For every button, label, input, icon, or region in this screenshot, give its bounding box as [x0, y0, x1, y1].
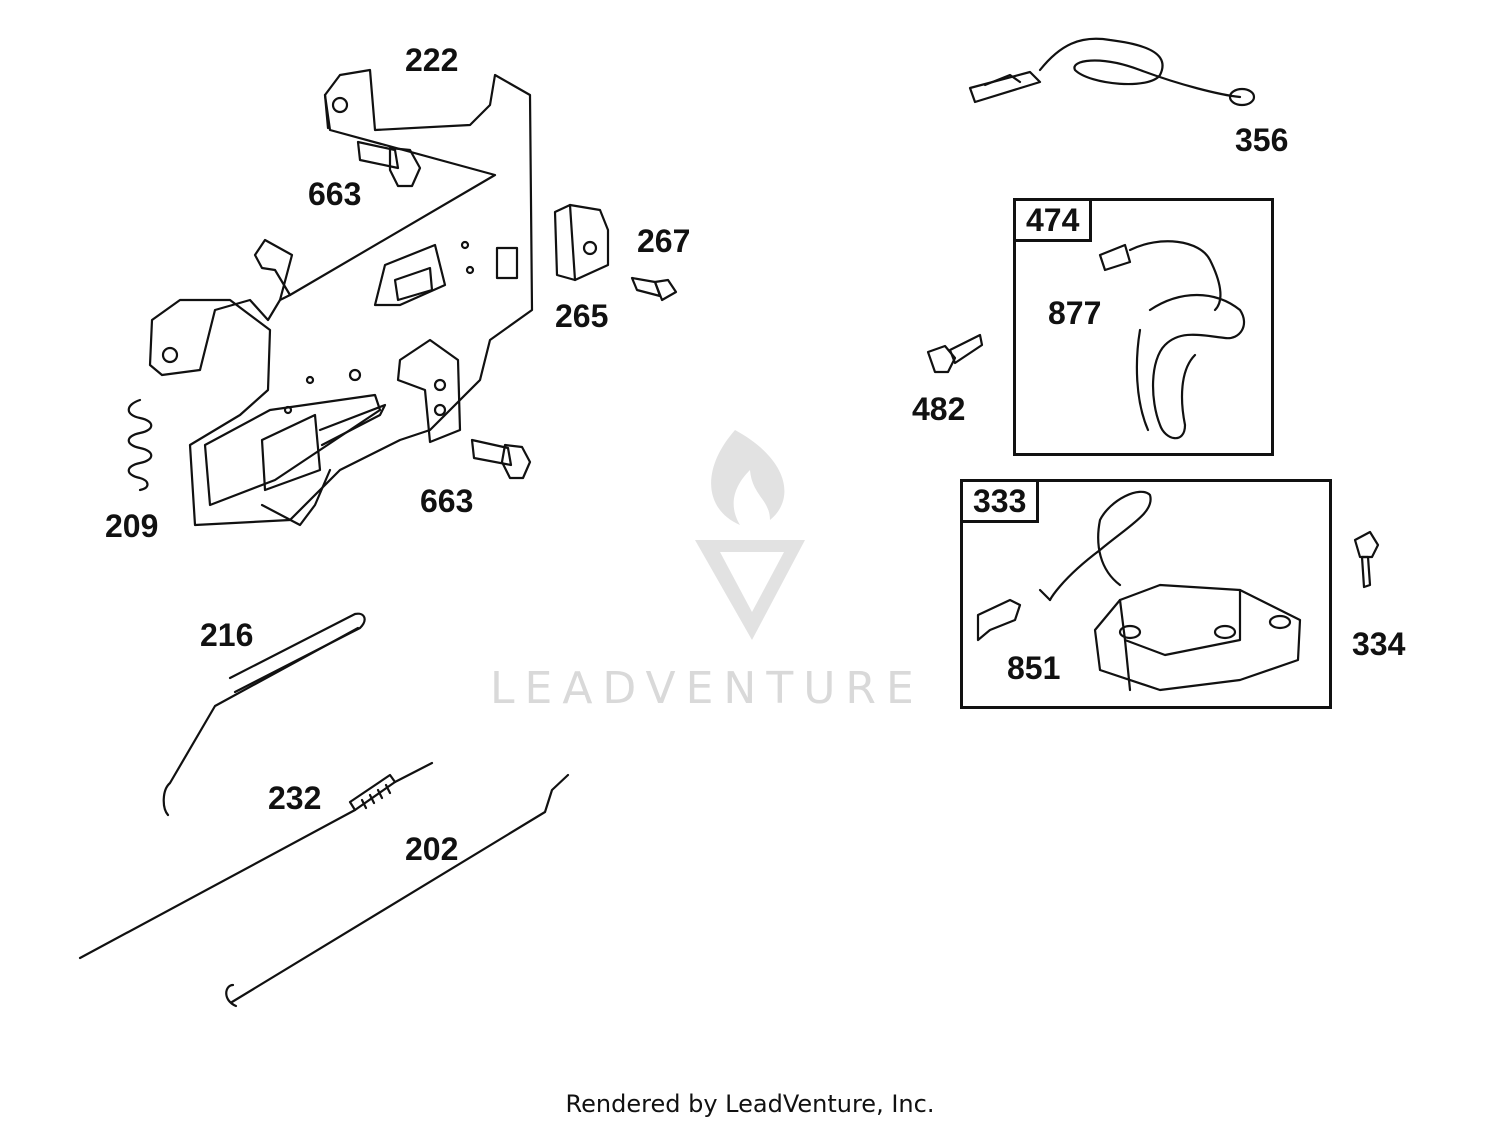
watermark-text: LEADVENTURE: [490, 663, 924, 714]
ignition-armature-333: [1038, 490, 1302, 692]
part-label-877[interactable]: 877: [1048, 295, 1102, 331]
bracket-265: [553, 203, 610, 282]
part-label-663-lower[interactable]: 663: [420, 483, 474, 519]
part-label-265[interactable]: 265: [555, 298, 609, 334]
kit-box-333: [960, 479, 1332, 709]
part-label-356[interactable]: 356: [1235, 122, 1289, 158]
part-label-209[interactable]: 209: [105, 508, 159, 544]
ground-wire-356: [968, 37, 1256, 107]
part-label-267[interactable]: 267: [637, 223, 691, 259]
armature-877: [1098, 240, 1246, 440]
part-label-474[interactable]: 474: [1013, 198, 1093, 242]
governor-lever-bracket: [396, 338, 462, 444]
screw-267: [630, 276, 678, 302]
part-label-222[interactable]: 222: [405, 42, 459, 78]
spring-209: [127, 398, 153, 492]
kit-box-474: [1013, 198, 1274, 456]
screw-663-lower: [470, 438, 532, 480]
part-label-851[interactable]: 851: [1007, 650, 1061, 686]
part-label-663-upper[interactable]: 663: [308, 176, 362, 212]
screw-663-upper: [356, 140, 422, 188]
governor-spring-232: [78, 761, 434, 960]
screw-482: [926, 333, 984, 374]
part-label-333[interactable]: 333: [960, 479, 1040, 523]
link-202: [225, 773, 570, 1008]
screw-334: [1353, 530, 1380, 589]
leadventure-watermark-logo: [695, 430, 805, 640]
footer-credit: Rendered by LeadVenture, Inc.: [565, 1090, 935, 1118]
part-label-202[interactable]: 202: [405, 831, 459, 867]
link-216: [162, 612, 366, 817]
part-label-216[interactable]: 216: [200, 617, 254, 653]
part-label-334[interactable]: 334: [1352, 626, 1406, 662]
control-bracket-222: [148, 68, 534, 527]
connector-851: [976, 598, 1022, 642]
part-label-482[interactable]: 482: [912, 391, 966, 427]
part-label-232[interactable]: 232: [268, 780, 322, 816]
